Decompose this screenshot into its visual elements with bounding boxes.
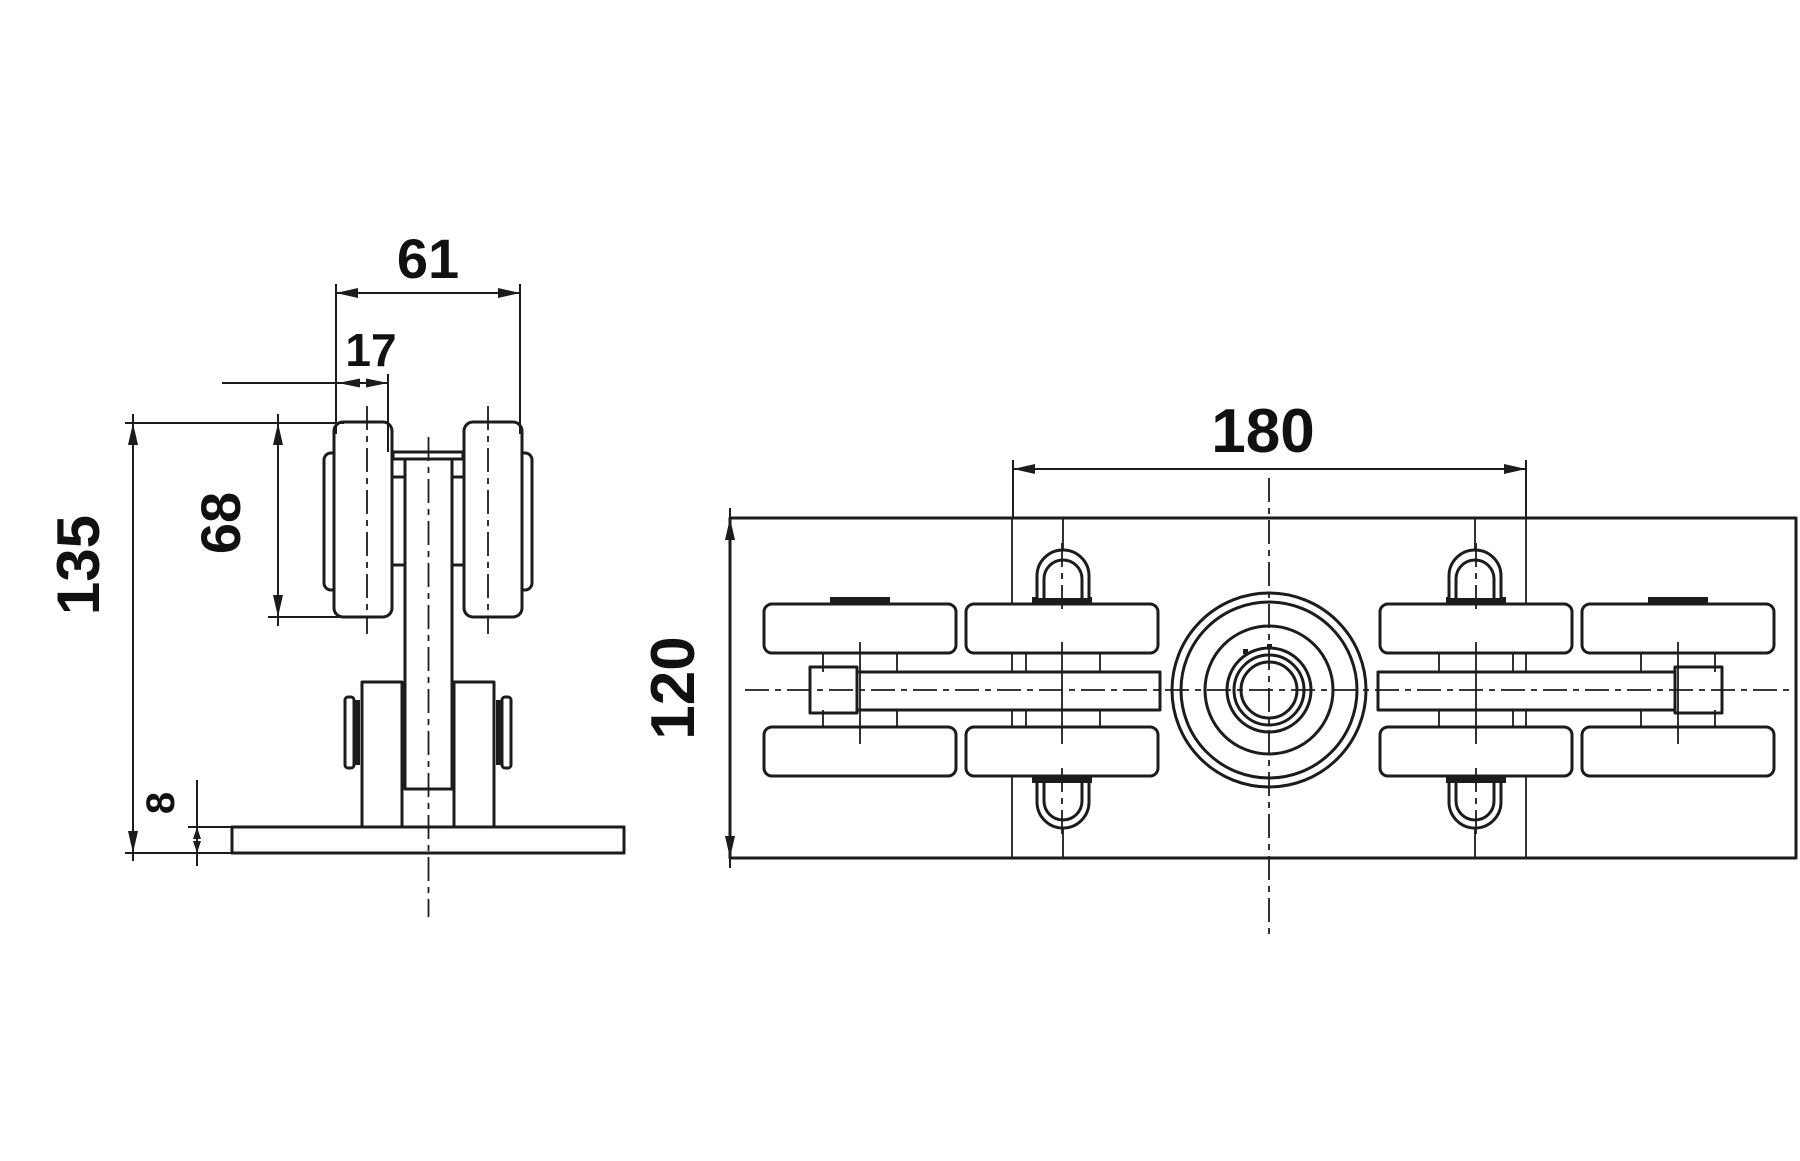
dim-overall-height-135: 135 [45, 414, 344, 861]
dim-plate-height-120: 120 [639, 508, 735, 868]
dim-wheel-width-17: 17 [222, 324, 397, 452]
front-view-centerlines [745, 478, 1790, 940]
dim-wheel-height-68: 68 [189, 414, 340, 626]
dim-label-120: 120 [639, 636, 708, 739]
dim-plate-thickness-8: 8 [139, 780, 232, 866]
guide-roller-right [496, 700, 503, 765]
lower-axle-bosses [402, 698, 454, 769]
guide-roller-left [353, 700, 360, 765]
guide-roller-right-rim [500, 695, 513, 770]
side-view-centerlines [366, 406, 489, 917]
bolt-domes [1035, 548, 1503, 830]
guide-block-right [452, 680, 496, 829]
dim-label-68: 68 [189, 492, 252, 554]
axle-rail-left [855, 670, 1162, 712]
bearing-detail-dot [1243, 649, 1248, 654]
dim-label-17: 17 [345, 324, 396, 376]
side-view: 61 17 68 135 [45, 227, 626, 917]
dim-overall-width-61: 61 [335, 227, 521, 434]
axle-rail-right [1376, 670, 1677, 712]
roller-centerlines [859, 543, 1679, 838]
upper-wheel-left [332, 420, 394, 619]
upper-axle-bosses [392, 475, 464, 567]
guide-roller-left-rim [343, 695, 356, 770]
roller-pairs [762, 602, 1776, 778]
bolt-dome-top-left [1035, 548, 1091, 598]
dim-label-180: 180 [1211, 397, 1314, 466]
bolt-dome-top-right [1447, 548, 1503, 598]
roller-axle-bosses [822, 652, 1716, 727]
dim-label-8: 8 [139, 792, 183, 814]
guide-block-left [360, 680, 404, 829]
dim-mount-width-180: 180 [1012, 397, 1527, 518]
dim-label-61: 61 [397, 227, 459, 290]
dim-label-135: 135 [45, 515, 112, 615]
front-view: 180 120 [639, 397, 1798, 940]
upper-wheel-right [462, 420, 524, 619]
